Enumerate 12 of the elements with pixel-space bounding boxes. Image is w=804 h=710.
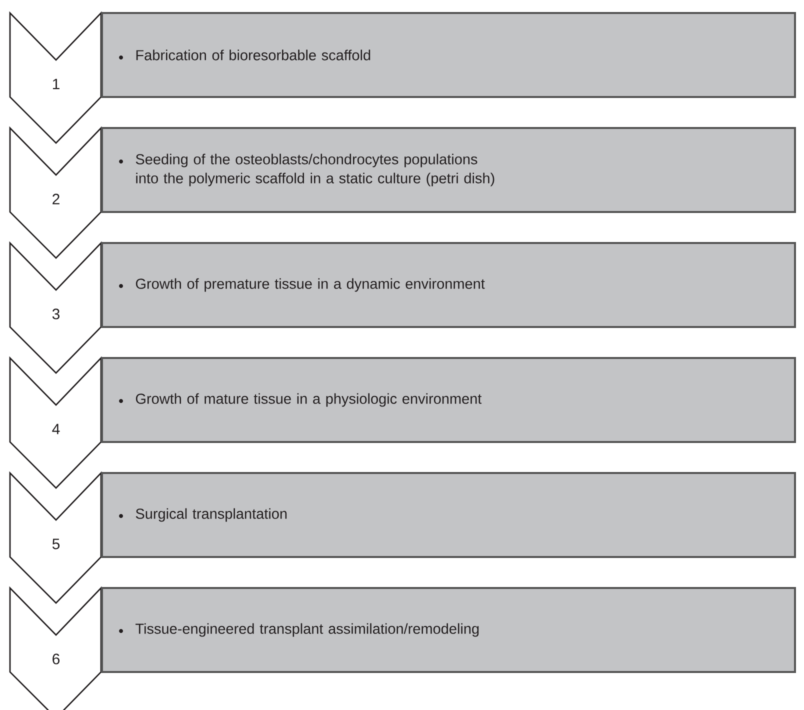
step-box: Growth of mature tissue in a physiologic environment xyxy=(101,357,796,443)
step-box: Tissue-engineered transplant assimilation/remodeling xyxy=(101,587,796,673)
step-box: Seeding of the osteoblasts/chondrocytes populations into the polymeric scaffold in a static culture (petri dish) xyxy=(101,127,796,213)
step-number-tab: 1 xyxy=(9,11,102,144)
step-number-tab: 6 xyxy=(9,586,102,710)
step-number-tab: 3 xyxy=(9,241,102,374)
step-number-tab: 2 xyxy=(9,126,102,259)
step-box: Fabrication of bioresorbable scaffold xyxy=(101,12,796,98)
step-box: Growth of premature tissue in a dynamic environment xyxy=(101,242,796,328)
step-number-tab: 5 xyxy=(9,471,102,604)
step-box: Surgical transplantation xyxy=(101,472,796,558)
step-number-tab: 4 xyxy=(9,356,102,489)
